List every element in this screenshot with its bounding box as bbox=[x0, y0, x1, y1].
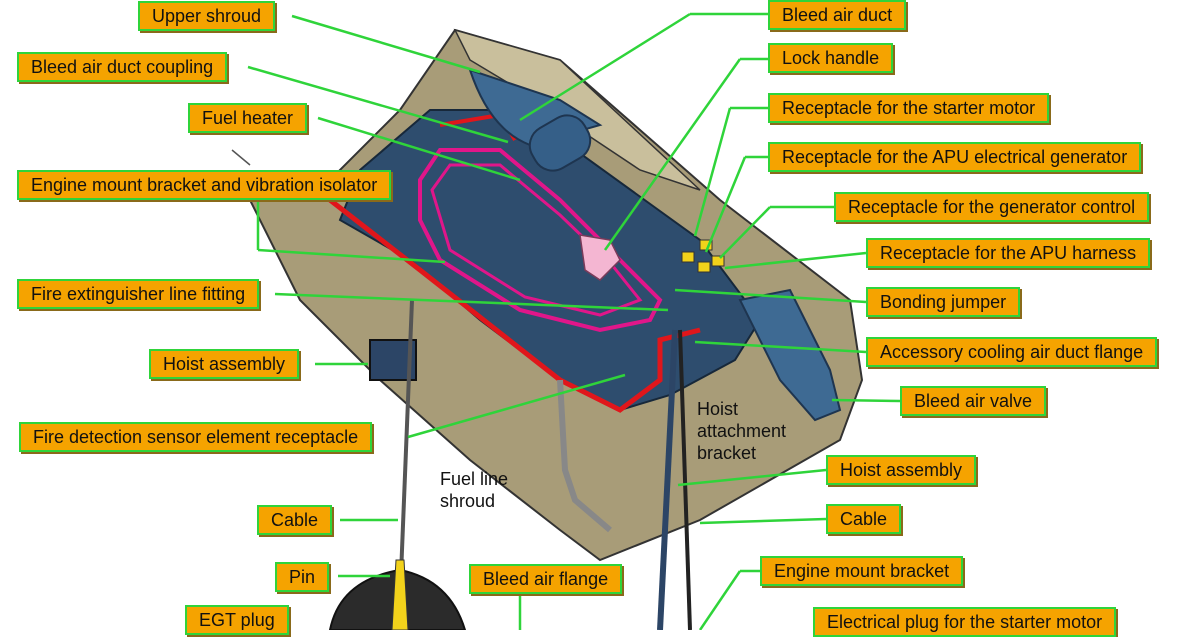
label-pin: Pin bbox=[275, 562, 330, 592]
label-cable-right: Cable bbox=[826, 504, 902, 534]
fuel-line-shroud-pipe bbox=[557, 379, 612, 533]
cutaway-edge bbox=[231, 149, 251, 166]
lock-handle-shape bbox=[579, 234, 621, 281]
cable-left-line bbox=[398, 299, 414, 601]
label-egt-plug: EGT plug bbox=[185, 605, 289, 635]
receptacle-4 bbox=[711, 255, 725, 267]
leader-lines bbox=[247, 12, 901, 630]
label-bleed-air-duct-coupling: Bleed air duct coupling bbox=[17, 52, 228, 82]
receptacle-2 bbox=[681, 251, 695, 263]
label-cable-left: Cable bbox=[257, 505, 333, 535]
label-bleed-air-flange: Bleed air flange bbox=[469, 564, 623, 594]
label-receptacle-starter-motor: Receptacle for the starter motor bbox=[768, 93, 1050, 123]
bleed-air-valve-body bbox=[738, 288, 842, 422]
label-hoist-attachment-bracket: Hoist attachment bracket bbox=[697, 399, 787, 463]
label-upper-shroud: Upper shroud bbox=[138, 1, 276, 31]
label-lock-handle: Lock handle bbox=[768, 43, 894, 73]
fire-seal-outline bbox=[328, 198, 701, 413]
label-fuel-line-shroud: Fuel line shroud bbox=[440, 469, 509, 511]
label-bleed-air-duct: Bleed air duct bbox=[768, 0, 907, 30]
bleed-air-duct-body bbox=[528, 114, 592, 172]
pin-shape bbox=[391, 559, 409, 630]
cable-right-line bbox=[678, 329, 692, 630]
label-receptacle-generator-control: Receptacle for the generator control bbox=[834, 192, 1150, 222]
label-engine-mount-bracket-vibration-isolator: Engine mount bracket and vibration isola… bbox=[17, 170, 392, 200]
receptacle-3 bbox=[697, 261, 711, 273]
label-electrical-plug-starter-motor: Electrical plug for the starter motor bbox=[813, 607, 1117, 637]
label-bonding-jumper: Bonding jumper bbox=[866, 287, 1021, 317]
label-fuel-heater: Fuel heater bbox=[188, 103, 308, 133]
hoist-right-line bbox=[657, 329, 678, 630]
label-engine-mount-bracket: Engine mount bracket bbox=[760, 556, 964, 586]
label-accessory-cooling-air-duct-flange: Accessory cooling air duct flange bbox=[866, 337, 1158, 367]
label-bleed-air-valve: Bleed air valve bbox=[900, 386, 1047, 416]
label-fire-detection-sensor-element-receptacle: Fire detection sensor element receptacle bbox=[19, 422, 373, 452]
label-fire-extinguisher-line-fitting: Fire extinguisher line fitting bbox=[17, 279, 260, 309]
label-hoist-assembly-left: Hoist assembly bbox=[149, 349, 300, 379]
label-receptacle-apu-electrical-generator: Receptacle for the APU electrical genera… bbox=[768, 142, 1142, 172]
label-hoist-assembly-right: Hoist assembly bbox=[826, 455, 977, 485]
label-receptacle-apu-harness: Receptacle for the APU harness bbox=[866, 238, 1151, 268]
